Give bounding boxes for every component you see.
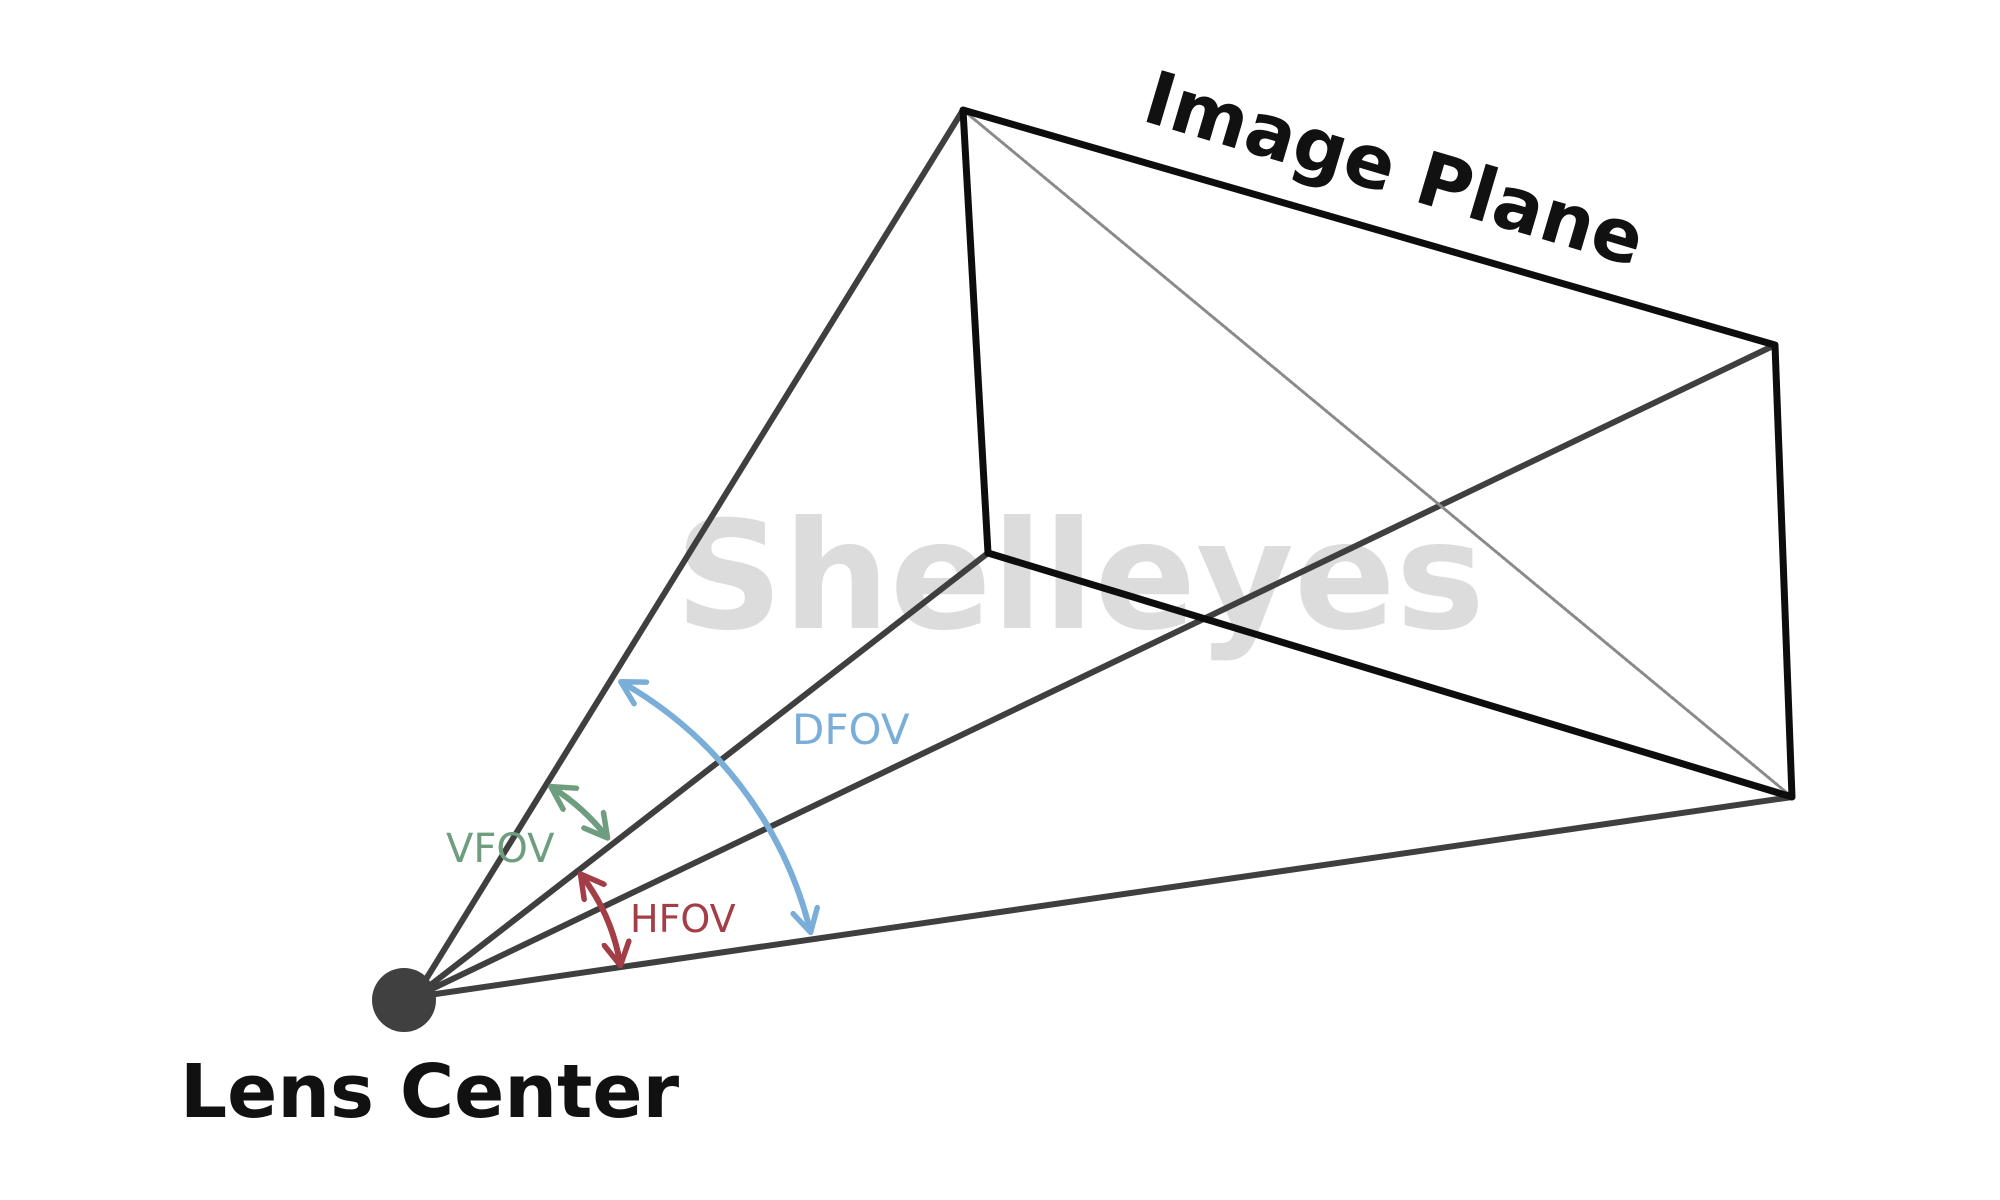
hfov-label: HFOV [630, 897, 736, 941]
image-plane-diagonal [961, 108, 1794, 799]
dfov-label: DFOV [792, 705, 910, 754]
watermark-text: Shelleyes [675, 490, 1485, 664]
dfov-arc-arrow [623, 683, 810, 930]
lens-center-dot [372, 968, 436, 1032]
hfov-arc-arrow [582, 876, 620, 963]
vfov-label: VFOV [446, 826, 555, 872]
vfov-arc-arrow [553, 788, 606, 836]
image-plane-frame [959, 106, 1796, 801]
ray-bottom-right [412, 794, 1795, 1000]
ray-top-left [412, 107, 966, 1000]
image-plane-label: Image Plane [1135, 55, 1654, 284]
lens-center-label: Lens Center [180, 1049, 680, 1135]
